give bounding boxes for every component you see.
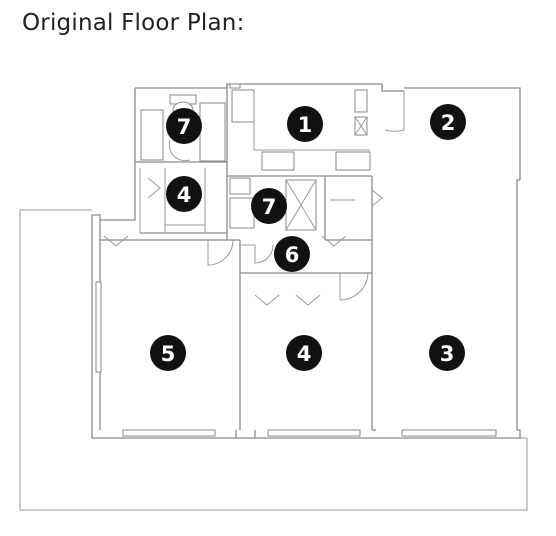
room-badge-4-bedroom: 4 [286,335,322,371]
room-label: 2 [441,111,456,135]
room-badge-4-hall: 4 [166,176,202,212]
room-label: 1 [298,113,313,137]
room-label: 6 [285,243,300,267]
room-badge-5: 5 [150,335,186,371]
room-badge-7-top: 7 [166,108,202,144]
kitchen-fixtures [231,89,371,171]
room-label: 7 [177,115,192,139]
windows [95,83,497,437]
closet-lines [139,168,355,246]
room-badge-3: 3 [429,335,465,371]
interior-walls [100,84,376,438]
exterior-walls [91,83,521,439]
room-badge-6: 6 [274,236,310,272]
room-label: 3 [440,342,455,366]
page-title: Original Floor Plan: [22,10,245,36]
room-label: 7 [262,195,277,219]
terrace-outline [19,209,528,511]
room-label: 4 [177,183,192,207]
room-badge-7-middle: 7 [251,188,287,224]
room-label: 5 [161,342,176,366]
door-swings [103,91,405,306]
room-badge-1: 1 [287,106,323,142]
room-label: 4 [297,342,312,366]
room-badge-2: 2 [430,104,466,140]
